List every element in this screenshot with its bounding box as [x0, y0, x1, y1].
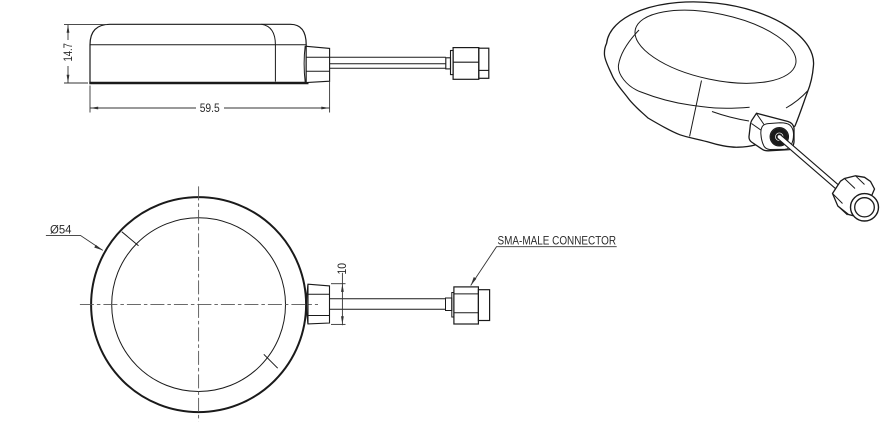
- svg-text:14.7: 14.7: [61, 43, 75, 62]
- svg-text:10: 10: [335, 263, 349, 275]
- svg-text:59.5: 59.5: [200, 101, 220, 115]
- svg-text:Ø54: Ø54: [50, 223, 72, 237]
- svg-text:SMA-MALE CONNECTOR: SMA-MALE CONNECTOR: [498, 233, 617, 247]
